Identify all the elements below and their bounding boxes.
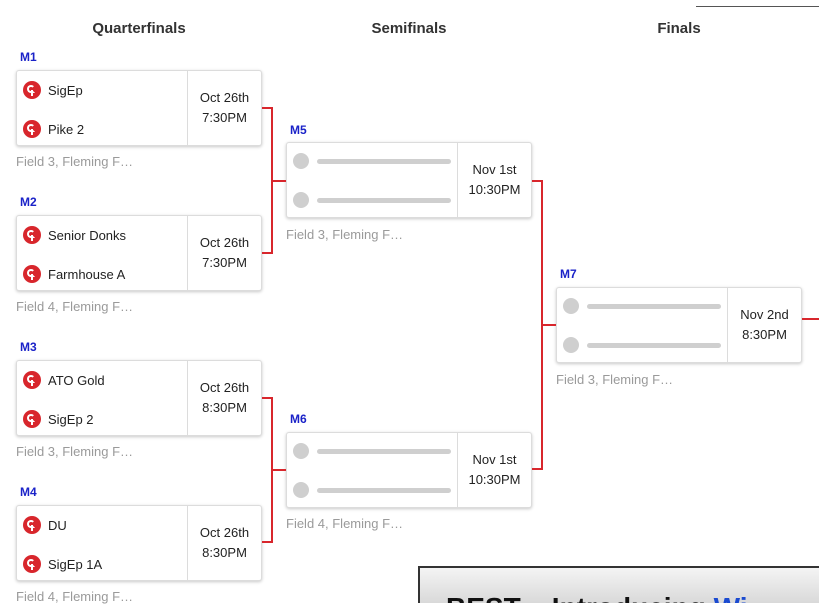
match-date-text: Nov 1st (472, 452, 517, 467)
match-label-m3: M3 (20, 340, 37, 354)
match-time: Nov 1st 10:30PM (457, 143, 531, 217)
match-time: Oct 26th 7:30PM (187, 71, 261, 145)
match-time-text: 10:30PM (468, 182, 521, 197)
match-time-text: 7:30PM (202, 110, 247, 125)
match-location-m4[interactable]: Field 4, Fleming F… (16, 589, 134, 604)
round-title-semifinals: Semifinals (371, 20, 447, 37)
match-time-text: 8:30PM (202, 545, 247, 560)
match-location-m1[interactable]: Field 3, Fleming F… (16, 154, 134, 169)
match-card-m5[interactable]: Nov 1st 10:30PM (286, 142, 532, 218)
match-time: Oct 26th 8:30PM (187, 361, 261, 435)
match-label-m5: M5 (290, 123, 307, 137)
team-name: DU (48, 517, 67, 533)
match-time-text: 8:30PM (742, 327, 787, 342)
bracket-connector-m1-m2 (262, 107, 273, 254)
bracket-connector-tick (273, 180, 286, 182)
match-card-m2[interactable]: Senior Donks Farmhouse A Oct 26th 7:30PM (16, 215, 262, 291)
team-name: ATO Gold (48, 372, 105, 388)
match-location-m3[interactable]: Field 3, Fleming F… (16, 444, 134, 459)
team-logo-icon (23, 81, 41, 99)
team-row-placeholder[interactable] (287, 480, 457, 500)
match-time-text: 8:30PM (202, 400, 247, 415)
placeholder-avatar-icon (293, 443, 309, 459)
team-row[interactable]: Pike 2 (17, 119, 187, 139)
bracket-connector-final-out (802, 318, 819, 320)
match-location-m7[interactable]: Field 3, Fleming F… (556, 372, 674, 387)
team-logo-icon (23, 516, 41, 534)
round-title-quarterfinals: Quarterfinals (92, 20, 186, 37)
match-label-m1: M1 (20, 50, 37, 64)
placeholder-name-bar (317, 487, 451, 493)
bracket-connector-tick (543, 324, 556, 326)
match-date-text: Nov 1st (472, 162, 517, 177)
ad-banner-text: BEST – Introducing Wi (446, 592, 748, 603)
placeholder-avatar-icon (563, 337, 579, 353)
team-name: SigEp (48, 82, 83, 98)
match-card-m1[interactable]: SigEp Pike 2 Oct 26th 7:30PM (16, 70, 262, 146)
match-date-text: Oct 26th (199, 235, 250, 250)
team-name: SigEp 1A (48, 556, 103, 572)
match-location-m2[interactable]: Field 4, Fleming F… (16, 299, 134, 314)
bracket-connector-m3-m4 (262, 397, 273, 543)
round-title-finals: Finals (657, 20, 701, 37)
placeholder-avatar-icon (293, 153, 309, 169)
team-logo-icon (23, 265, 41, 283)
placeholder-name-bar (317, 448, 451, 454)
team-row[interactable]: SigEp 1A (17, 554, 187, 574)
match-location-m5[interactable]: Field 3, Fleming F… (286, 227, 404, 242)
match-time-text: 10:30PM (468, 472, 521, 487)
match-label-m4: M4 (20, 485, 37, 499)
match-time: Nov 1st 10:30PM (457, 433, 531, 507)
placeholder-name-bar (317, 158, 451, 164)
match-label-m2: M2 (20, 195, 37, 209)
match-card-m7[interactable]: Nov 2nd 8:30PM (556, 287, 802, 363)
team-row[interactable]: Farmhouse A (17, 264, 187, 284)
ad-banner[interactable]: BEST – Introducing Wi (418, 566, 819, 603)
team-name: Pike 2 (48, 121, 85, 137)
placeholder-name-bar (587, 342, 721, 348)
match-date-text: Nov 2nd (740, 307, 789, 322)
team-name: Farmhouse A (48, 266, 126, 282)
match-date-text: Oct 26th (199, 525, 250, 540)
match-card-m4[interactable]: DU SigEp 1A Oct 26th 8:30PM (16, 505, 262, 581)
placeholder-avatar-icon (293, 192, 309, 208)
team-row[interactable]: SigEp 2 (17, 409, 187, 429)
ad-text-highlight: Wi (714, 592, 748, 603)
team-row-placeholder[interactable] (287, 190, 457, 210)
team-row[interactable]: DU (17, 515, 187, 535)
match-card-m6[interactable]: Nov 1st 10:30PM (286, 432, 532, 508)
team-logo-icon (23, 120, 41, 138)
match-time-text: 7:30PM (202, 255, 247, 270)
team-row-placeholder[interactable] (557, 335, 727, 355)
match-time: Oct 26th 8:30PM (187, 506, 261, 580)
team-row-placeholder[interactable] (557, 296, 727, 316)
team-logo-icon (23, 371, 41, 389)
bracket-connector-tick (273, 469, 286, 471)
match-date-text: Oct 26th (199, 90, 250, 105)
team-name: Senior Donks (48, 227, 127, 243)
team-row[interactable]: SigEp (17, 80, 187, 100)
placeholder-avatar-icon (293, 482, 309, 498)
placeholder-name-bar (587, 303, 721, 309)
placeholder-name-bar (317, 197, 451, 203)
team-row[interactable]: ATO Gold (17, 370, 187, 390)
match-time: Nov 2nd 8:30PM (727, 288, 801, 362)
top-right-rule (696, 6, 819, 7)
match-date-text: Oct 26th (199, 380, 250, 395)
team-name: SigEp 2 (48, 411, 94, 427)
match-label-m7: M7 (560, 267, 577, 281)
team-row-placeholder[interactable] (287, 441, 457, 461)
match-label-m6: M6 (290, 412, 307, 426)
placeholder-avatar-icon (563, 298, 579, 314)
team-logo-icon (23, 226, 41, 244)
team-logo-icon (23, 410, 41, 428)
team-row-placeholder[interactable] (287, 151, 457, 171)
team-logo-icon (23, 555, 41, 573)
team-row[interactable]: Senior Donks (17, 225, 187, 245)
match-card-m3[interactable]: ATO Gold SigEp 2 Oct 26th 8:30PM (16, 360, 262, 436)
bracket-connector-m5-m6 (532, 180, 543, 470)
match-time: Oct 26th 7:30PM (187, 216, 261, 290)
match-location-m6[interactable]: Field 4, Fleming F… (286, 516, 404, 531)
ad-text-start: BEST – Introducing (446, 592, 714, 603)
